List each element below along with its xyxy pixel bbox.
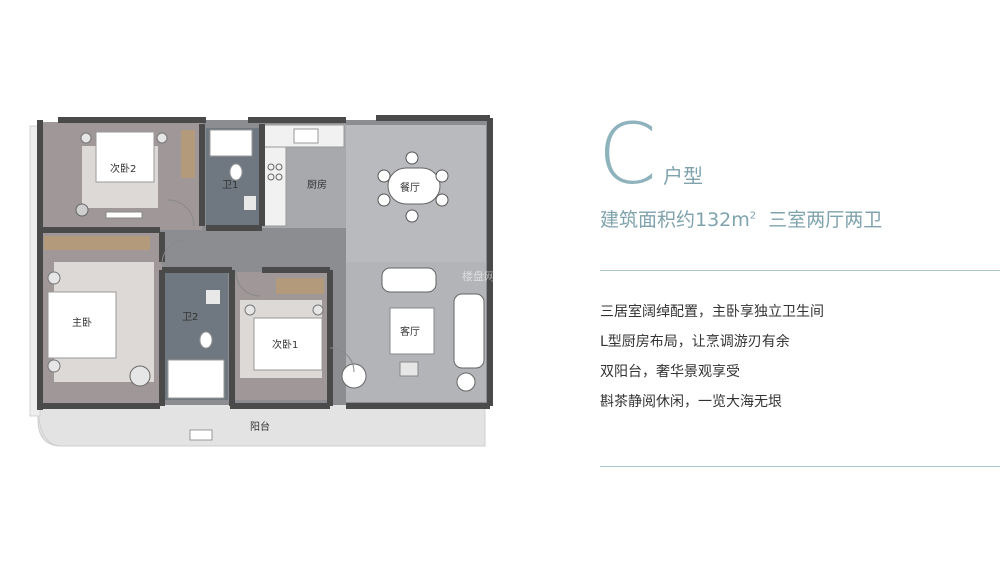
- sofa: [453, 293, 485, 369]
- walls: [37, 115, 493, 410]
- unit-type-suffix: 户型: [663, 164, 703, 188]
- tv-console: [381, 267, 437, 293]
- shower-1: [209, 129, 253, 157]
- top-divider: [600, 270, 1000, 271]
- label-bathroom-2: 卫2: [182, 312, 198, 323]
- master-bed: [47, 291, 117, 359]
- label-bedroom-2: 次卧2: [110, 162, 136, 175]
- master-wardrobe: [44, 236, 150, 250]
- area-prefix: 建筑面积约132m: [600, 209, 750, 231]
- watermark-text: 楼盘网: [462, 269, 495, 283]
- area-superscript: 2: [749, 210, 757, 222]
- feature-item: 斟茶静阅休闲，一览大海无垠: [600, 394, 782, 410]
- balcony-area: [37, 403, 486, 447]
- bedroom-2-bed: [95, 131, 155, 183]
- bedroom-1-bed: [253, 317, 323, 371]
- area-summary: 建筑面积约132m2 三室两厅两卫: [600, 205, 882, 232]
- label-bathroom-1: 卫1: [222, 180, 238, 191]
- label-balcony: 阳台: [250, 420, 270, 433]
- dining-table: [377, 151, 449, 223]
- balcony-ac-unit: [189, 429, 213, 441]
- label-master-bedroom: 主卧: [72, 316, 92, 329]
- feature-list: 三居室阔绰配置，主卧享独立卫生间 L型厨房布局，让烹调游刃有余 双阳台，奢华景观…: [600, 305, 824, 425]
- coffee-table: [389, 307, 435, 355]
- kitchen-counter-side: [263, 146, 287, 227]
- label-living: 客厅: [400, 325, 420, 338]
- label-kitchen: 厨房: [307, 178, 327, 191]
- feature-item: 三居室阔绰配置，主卧享独立卫生间: [600, 304, 824, 320]
- bedroom-1-wardrobe: [276, 278, 324, 294]
- floor-plan: 次卧2 卫1 厨房 餐厅 主卧 卫2 次卧1 客厅 阳台 楼盘网: [29, 115, 495, 447]
- bedroom-2-wardrobe: [181, 130, 195, 178]
- feature-item: L型厨房布局，让烹调游刃有余: [600, 334, 790, 350]
- unit-type-letter: C: [598, 105, 657, 203]
- label-bedroom-1: 次卧1: [272, 338, 298, 351]
- feature-item: 双阳台，奢华景观享受: [600, 364, 740, 380]
- layout-summary: 三室两厅两卫: [768, 209, 883, 231]
- shower-2: [167, 359, 225, 399]
- doors: [161, 199, 355, 373]
- bottom-divider: [600, 466, 1000, 467]
- label-dining: 餐厅: [400, 181, 420, 194]
